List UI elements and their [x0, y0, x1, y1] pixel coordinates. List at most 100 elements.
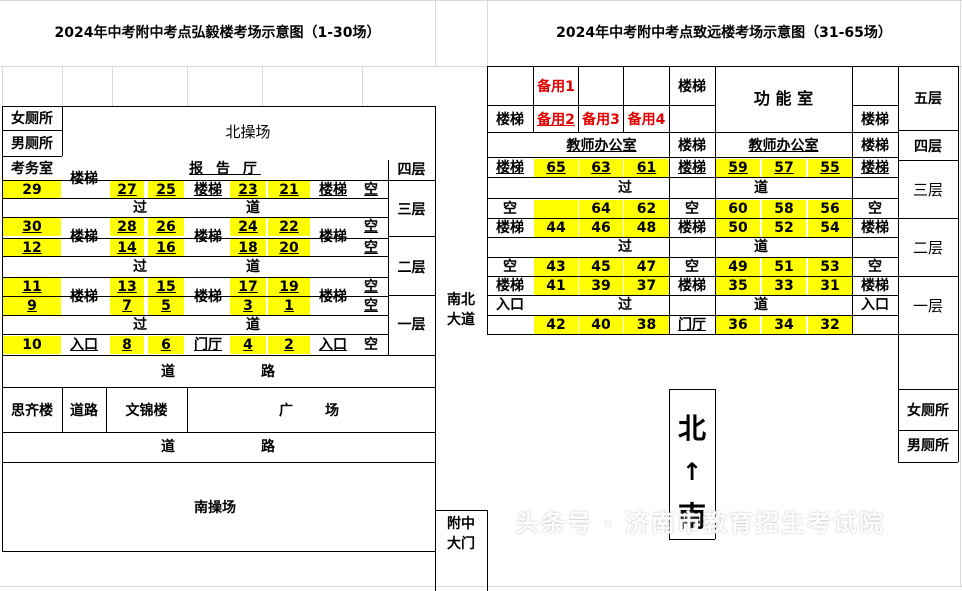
stairs: 楼梯: [70, 171, 98, 187]
womens-restroom: 女厕所: [907, 403, 949, 419]
corridor-char-2: 道: [754, 297, 768, 313]
exam-room-16: 16: [148, 239, 184, 256]
stairs: 楼梯: [678, 278, 706, 294]
exam-room-31: 31: [808, 277, 852, 295]
left-map-title: 2024年中考附中考点弘毅楼考场示意图（1-30场）: [54, 25, 381, 41]
exam-room-13: 13: [110, 278, 144, 296]
gate-label-line1: 附中: [447, 516, 475, 532]
exam-room-22: 22: [268, 218, 310, 236]
lobby: 门厅: [678, 317, 706, 333]
spare-room-3: 备用3: [582, 112, 620, 128]
exam-room-42: 42: [534, 316, 578, 334]
road-label: 道路: [70, 403, 98, 419]
exam-room-33: 33: [762, 277, 806, 295]
exam-room-55: 55: [808, 159, 852, 177]
exam-room-6: 6: [148, 336, 184, 354]
exam-room-28: 28: [110, 218, 144, 236]
exam-room-60: 60: [716, 200, 760, 218]
road-char-1: 道: [161, 364, 175, 380]
exam-room-49: 49: [716, 258, 760, 276]
exam-room-35: 35: [716, 277, 760, 295]
floor-label-4: 四层: [397, 162, 426, 178]
exam-room-62: 62: [624, 200, 669, 218]
stairs: 楼梯: [496, 220, 524, 236]
empty-room: 空: [868, 201, 882, 217]
stairs: 楼梯: [496, 112, 524, 128]
stairs: 楼梯: [319, 229, 347, 245]
empty-room: 空: [868, 259, 882, 275]
exam-room-27: 27: [110, 181, 144, 198]
entrance: 入口: [70, 337, 98, 353]
exam-room-1: 1: [268, 297, 310, 315]
floor-label-5: 五层: [914, 91, 942, 107]
compass-south-label: 南: [677, 500, 706, 533]
corridor-char-2: 道: [246, 259, 260, 275]
south-playground: 南操场: [194, 500, 236, 516]
exam-room-34: 34: [762, 316, 806, 334]
exam-room-7: 7: [110, 297, 144, 315]
function-room: 功 能 室: [753, 89, 814, 108]
corridor-char-1: 过: [618, 239, 632, 255]
exam-room-37: 37: [624, 277, 669, 295]
stairs: 楼梯: [194, 181, 222, 198]
womens-restroom: 女厕所: [11, 111, 53, 127]
corridor-char-1: 过: [133, 317, 147, 333]
exam-room-19: 19: [268, 278, 310, 296]
floor-label-3: 三层: [912, 180, 943, 199]
exam-room-59: 59: [716, 159, 760, 177]
exam-room-51: 51: [762, 258, 806, 276]
road-char-2: 路: [261, 364, 275, 380]
empty-room: 空: [364, 181, 378, 198]
stairs: 楼梯: [678, 160, 706, 176]
exam-room-30: 30: [3, 218, 61, 236]
watermark: 头条号 · 济南市教育招生考试院: [515, 509, 885, 537]
empty-room: 空: [685, 259, 699, 275]
exam-room-53: 53: [808, 258, 852, 276]
stairs: 楼梯: [70, 229, 98, 245]
gate-label-line2: 大门: [447, 536, 475, 552]
stairs: 楼梯: [678, 220, 706, 236]
corridor-char-2: 道: [246, 317, 260, 333]
exam-room-18: 18: [230, 239, 266, 256]
square-char-2: 场: [325, 403, 339, 419]
corridor-char-2: 道: [754, 239, 768, 255]
corridor-char-1: 过: [133, 259, 147, 275]
exam-room-38: 38: [624, 316, 669, 334]
spare-room-4: 备用4: [627, 112, 666, 128]
empty-room: 空: [364, 337, 378, 353]
stairs: 楼梯: [861, 160, 889, 176]
exam-room-23: 23: [230, 181, 266, 198]
empty-room: 空: [364, 298, 378, 314]
square-char-1: 广: [279, 403, 293, 419]
exam-room-blank: [534, 200, 578, 218]
entrance: 入口: [861, 297, 889, 313]
floor-label-2: 二层: [397, 260, 426, 276]
empty-room: 空: [364, 279, 378, 295]
empty-room: 空: [364, 219, 378, 235]
exam-room-15: 15: [148, 278, 184, 296]
exam-room-54: 54: [808, 219, 852, 237]
corridor-char-1: 过: [618, 180, 632, 196]
stairs: 楼梯: [861, 278, 889, 294]
corridor-char-1: 过: [618, 297, 632, 313]
north-arrow-icon: ↑: [681, 458, 703, 486]
empty-room: 空: [685, 201, 699, 217]
exam-room-43: 43: [534, 258, 578, 276]
exam-room-64: 64: [579, 200, 623, 218]
stairs: 楼梯: [319, 181, 347, 198]
exam-room-12: 12: [3, 239, 61, 256]
exam-room-44: 44: [534, 219, 578, 237]
avenue-label-line1: 南北: [447, 292, 475, 308]
exam-room-4: 4: [230, 336, 266, 354]
right-map-title: 2024年中考附中考点致远楼考场示意图（31-65场）: [556, 25, 892, 41]
compass-north-label: 北: [677, 412, 706, 445]
entrance: 入口: [496, 297, 524, 313]
stairs: 楼梯: [194, 289, 222, 305]
floor-label-1: 一层: [397, 317, 426, 333]
exam-room-26: 26: [148, 218, 184, 236]
exam-room-2: 2: [268, 336, 310, 354]
exam-room-47: 47: [624, 258, 669, 276]
exam-room-20: 20: [268, 239, 310, 256]
exam-room-32: 32: [808, 316, 852, 334]
corridor-char-2: 道: [246, 199, 260, 216]
